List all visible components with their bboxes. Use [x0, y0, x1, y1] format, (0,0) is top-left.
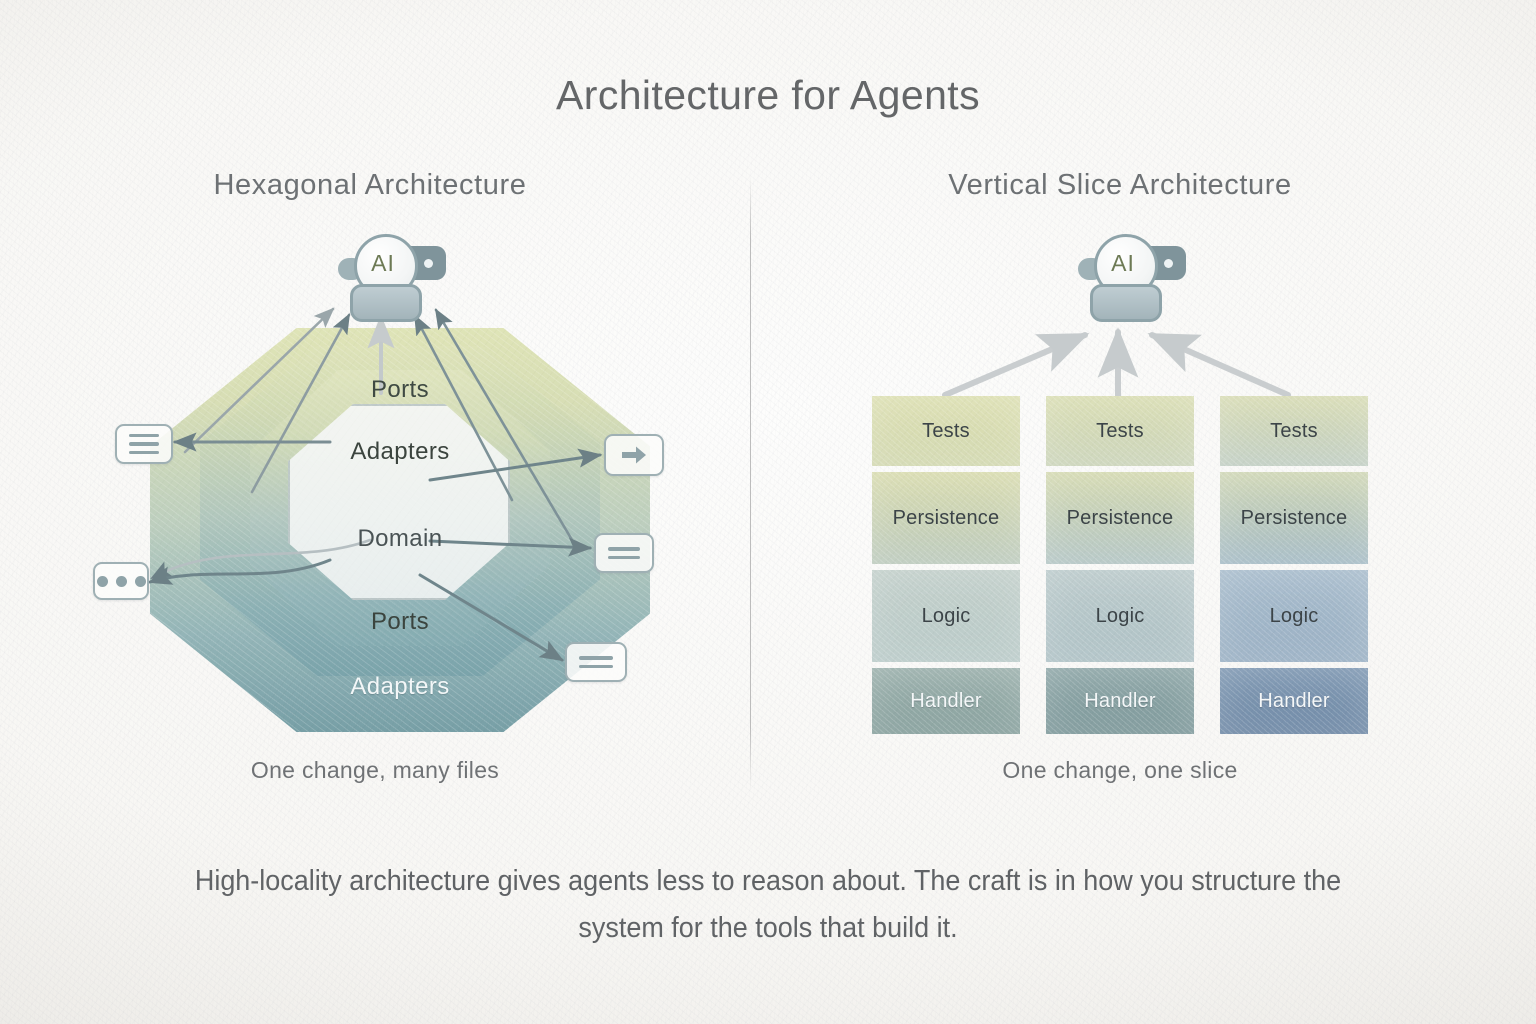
badge-arrow-right-1[interactable]	[604, 434, 664, 476]
slice-cell-tests[interactable]: Tests	[1046, 396, 1194, 466]
slice-cell-label: Tests	[1270, 419, 1318, 442]
slice-cell-tests[interactable]: Tests	[1220, 396, 1368, 466]
badge-dots-left-2[interactable]	[93, 562, 149, 600]
ring-label-domain: Domain	[357, 525, 443, 552]
slice-cell-logic[interactable]: Logic	[1046, 570, 1194, 662]
badge-lines-left-1[interactable]	[115, 424, 173, 464]
ring-label-ports-bottom: Ports	[370, 608, 429, 635]
vertical-slice-grid: Tests Persistence Logic Handler Tests Pe…	[872, 396, 1368, 734]
slice-column-3: Tests Persistence Logic Handler	[1220, 396, 1368, 734]
slice-cell-persistence[interactable]: Persistence	[1220, 472, 1368, 564]
lines-icon	[129, 433, 159, 455]
slice-cell-label: Handler	[1258, 689, 1330, 712]
slice-cell-label: Tests	[1096, 419, 1144, 442]
ring-label-adapters-top: Adapters	[350, 438, 450, 465]
footnote-text: High-locality architecture gives agents …	[194, 865, 1342, 944]
slice-cell-label: Logic	[1269, 604, 1319, 627]
slice-cell-logic[interactable]: Logic	[872, 570, 1020, 662]
vertical-slice-panel-title: Vertical Slice Architecture	[948, 169, 1292, 201]
ring-label-ports-top: Ports	[370, 376, 429, 403]
slice-cell-label: Persistence	[1066, 506, 1174, 529]
slice-cell-label: Persistence	[892, 506, 1000, 529]
dots-icon	[96, 575, 146, 587]
slice-column-1: Tests Persistence Logic Handler	[872, 396, 1020, 734]
badge-lines-right-2[interactable]	[594, 533, 654, 573]
ai-agent-vertical-slice[interactable]: AI	[1076, 232, 1188, 324]
badge-lines-right-3[interactable]	[565, 642, 627, 682]
slice-cell-label: Tests	[922, 419, 970, 442]
panel-divider	[750, 176, 751, 790]
slice-cell-label: Persistence	[1240, 506, 1348, 529]
slice-cell-label: Handler	[1084, 689, 1156, 712]
page-title: Architecture for Agents	[556, 72, 980, 118]
slice-cell-label: Logic	[1095, 604, 1145, 627]
robot-body	[350, 284, 422, 322]
lines-icon	[608, 546, 640, 560]
slice-cell-handler[interactable]: Handler	[872, 668, 1020, 734]
slice-cell-label: Handler	[910, 689, 982, 712]
hexagonal-panel-title: Hexagonal Architecture	[213, 169, 527, 201]
arrow-right-icon	[622, 446, 646, 464]
slice-cell-logic[interactable]: Logic	[1220, 570, 1368, 662]
ring-core	[288, 404, 510, 600]
hexagonal-caption: One change, many files	[250, 757, 500, 783]
slice-cell-handler[interactable]: Handler	[1220, 668, 1368, 734]
slice-cell-handler[interactable]: Handler	[1046, 668, 1194, 734]
slice-cell-persistence[interactable]: Persistence	[872, 472, 1020, 564]
slice-cell-tests[interactable]: Tests	[872, 396, 1020, 466]
vertical-slice-caption: One change, one slice	[1002, 757, 1238, 783]
lines-icon	[579, 655, 613, 669]
slice-cell-persistence[interactable]: Persistence	[1046, 472, 1194, 564]
robot-body	[1090, 284, 1162, 322]
slice-column-2: Tests Persistence Logic Handler	[1046, 396, 1194, 734]
ai-agent-hexagonal[interactable]: AI	[336, 232, 448, 324]
ring-label-adapters-bottom: Adapters	[350, 673, 450, 700]
slice-cell-label: Logic	[921, 604, 971, 627]
